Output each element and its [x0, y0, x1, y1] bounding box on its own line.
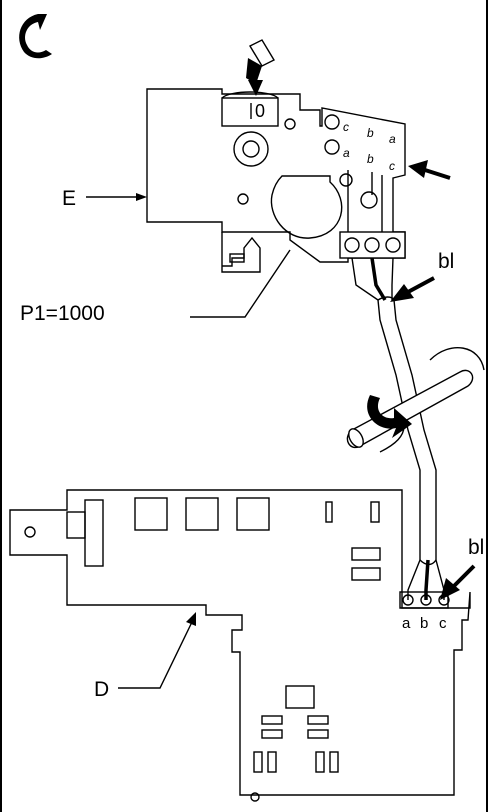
- twist-arrow-icon: [367, 395, 412, 453]
- label-bl-bottom: bl: [468, 536, 484, 559]
- label-p1: P1=1000: [20, 302, 105, 325]
- label-bl-top: bl: [438, 250, 454, 273]
- plate-a2: a: [343, 146, 350, 160]
- pcb-board: [9, 489, 471, 802]
- plate-c2: c: [389, 159, 395, 173]
- plate-b1: b: [367, 126, 374, 140]
- terminal-c: c: [439, 615, 447, 632]
- leader-p1: [190, 249, 291, 318]
- terminal-a: a: [402, 615, 411, 632]
- arrow-icon: [408, 160, 451, 180]
- switch-pointer-icon: [246, 39, 275, 96]
- plate-a1: a: [389, 132, 396, 146]
- arrow-icon: [390, 276, 435, 302]
- plate-b2: b: [367, 152, 374, 166]
- leader-e: [86, 193, 147, 201]
- plate-c1: c: [343, 120, 349, 134]
- cable-bottom: [407, 559, 445, 600]
- label-e: E: [62, 187, 76, 210]
- rotate-ccw-icon: [19, 14, 52, 59]
- terminal-b: b: [420, 615, 428, 632]
- ferrite-core: [346, 346, 485, 449]
- switch-mark: 0: [255, 101, 265, 121]
- potentiometer-module: 0 c b a a b c: [146, 39, 406, 273]
- leader-d: [118, 612, 196, 689]
- label-d: D: [94, 678, 109, 701]
